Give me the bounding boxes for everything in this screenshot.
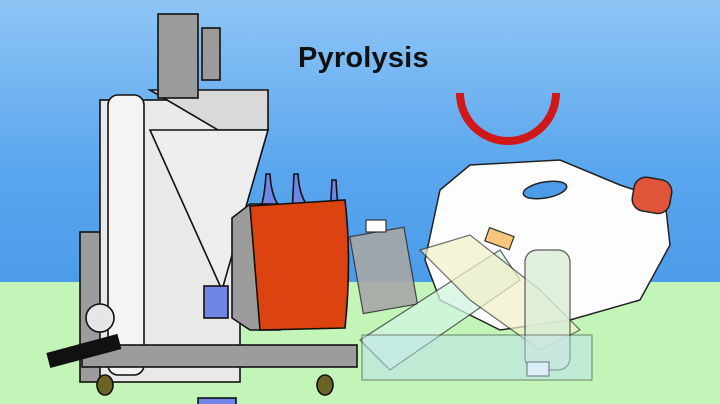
- page-title: Pyrolysis: [298, 42, 429, 74]
- plastic-bottles-icon: [349, 219, 593, 381]
- red-arc-icon: [456, 92, 560, 145]
- pyrolysis-machine-icon: [46, 13, 358, 404]
